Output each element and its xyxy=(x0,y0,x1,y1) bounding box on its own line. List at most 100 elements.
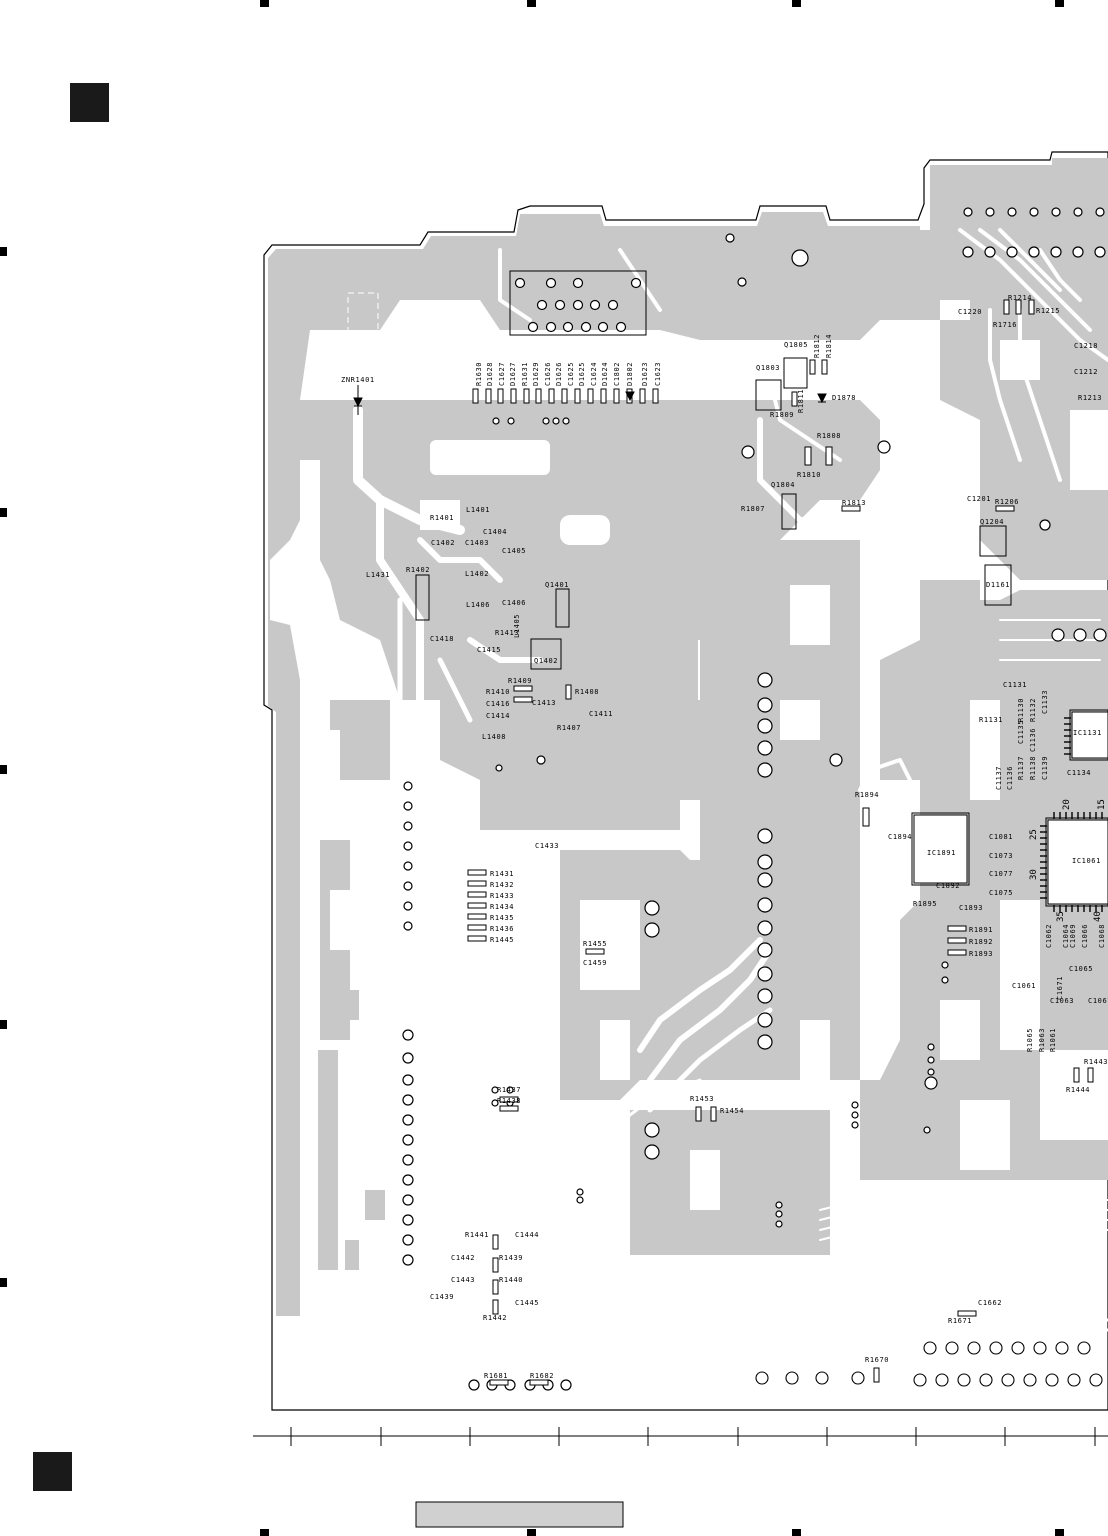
ic1061-pins xyxy=(1040,717,1103,912)
label-r1131: R1131 xyxy=(979,716,1003,724)
ic-side-label: C1136 xyxy=(1029,728,1037,752)
label-c1131: C1131 xyxy=(1003,681,1027,689)
label-c1218: C1218 xyxy=(1074,342,1098,350)
label-r1682: R1682 xyxy=(530,1372,554,1380)
label-ic1061: IC1061 xyxy=(1072,857,1101,865)
label-r1413: R1413 xyxy=(495,629,519,637)
connector-label: C1625 xyxy=(567,362,575,386)
label-c1061: C1061 xyxy=(1012,982,1036,990)
bottom-connector-pads xyxy=(755,1341,1103,1387)
label-c1411: C1411 xyxy=(589,710,613,718)
label-r1214: R1214 xyxy=(1008,294,1032,302)
label-r1809: R1809 xyxy=(770,411,794,419)
label-q1402: Q1402 xyxy=(534,657,558,665)
ic1061-body xyxy=(1047,819,1108,905)
circuit-traces xyxy=(353,228,1108,1352)
connector-label: D1802 xyxy=(626,362,634,386)
label-r1408: R1408 xyxy=(575,688,599,696)
label-r1455: R1455 xyxy=(583,940,607,948)
connector-label: R1630 xyxy=(475,362,483,386)
label-c1416: C1416 xyxy=(486,700,510,708)
label-r1716: R1716 xyxy=(993,321,1017,329)
label-r1893: R1893 xyxy=(969,950,993,958)
pin-number: 30 xyxy=(1029,869,1039,880)
label-r1407: R1407 xyxy=(557,724,581,732)
label-c1067: C1067 xyxy=(1088,997,1108,1005)
label-c1894: C1894 xyxy=(888,833,912,841)
pin-number: 20 xyxy=(1062,799,1072,810)
label-r1432: R1432 xyxy=(490,881,514,889)
connector-label: C1623 xyxy=(654,362,662,386)
label-l1408: L1408 xyxy=(482,733,506,741)
label-r1894: R1894 xyxy=(855,791,879,799)
label-c1459: C1459 xyxy=(583,959,607,967)
label-r1444: R1444 xyxy=(1066,1086,1090,1094)
label-q1803: Q1803 xyxy=(756,364,780,372)
ic-side-label: C1139 xyxy=(1041,756,1049,780)
label-r1670: R1670 xyxy=(865,1356,889,1364)
connector-outline xyxy=(509,270,647,336)
ic-side-label: R1061 xyxy=(1049,1028,1057,1052)
label-q1805: Q1805 xyxy=(784,341,808,349)
label-c1201: C1201 xyxy=(967,495,991,503)
scale-ruler xyxy=(253,1427,1108,1446)
connector-label: D1628 xyxy=(486,362,494,386)
ic-side-labels: R1130 R1132 C1133 C1135 C1136 R1137 R113… xyxy=(995,690,1106,1052)
connector-label: D1623 xyxy=(641,362,649,386)
label-d1161: D1161 xyxy=(986,581,1010,589)
ic1131-outline xyxy=(1069,709,1108,761)
connector-label: C1802 xyxy=(613,362,621,386)
label-r1435: R1435 xyxy=(490,914,514,922)
label-r1441: R1441 xyxy=(465,1231,489,1239)
label-r1813: R1813 xyxy=(842,499,866,507)
label-r1433: R1433 xyxy=(490,892,514,900)
label-c1418: C1418 xyxy=(430,635,454,643)
label-q1401: Q1401 xyxy=(545,581,569,589)
copper-clearances xyxy=(310,300,1108,1210)
label-c1065: C1065 xyxy=(1069,965,1093,973)
label-c1406: C1406 xyxy=(502,599,526,607)
ic1891-body xyxy=(913,814,968,884)
label-r1431: R1431 xyxy=(490,870,514,878)
diode-symbols xyxy=(353,385,827,415)
label-c1444: C1444 xyxy=(515,1231,539,1239)
label-c1413: C1413 xyxy=(532,699,556,707)
component-outlines xyxy=(347,270,1108,907)
corner-square-top xyxy=(70,83,109,122)
label-r1892: R1892 xyxy=(969,938,993,946)
label-c1414: C1414 xyxy=(486,712,510,720)
label-c1893: C1893 xyxy=(959,904,983,912)
label-r1439: R1439 xyxy=(499,1254,523,1262)
label-l1402: L1402 xyxy=(465,570,489,578)
label-c1220: C1220 xyxy=(958,308,982,316)
label-r1812: R1812 xyxy=(813,334,821,358)
label-l1431: L1431 xyxy=(366,571,390,579)
label-r1206: R1206 xyxy=(995,498,1019,506)
ic-pin-numbers: 20 15 25 30 35 40 xyxy=(1029,799,1107,922)
label-r1810: R1810 xyxy=(797,471,821,479)
ic-side-label: C1671 xyxy=(1056,976,1064,1000)
label-c1081: C1081 xyxy=(989,833,1013,841)
ic-side-label: C1064 xyxy=(1062,924,1070,948)
ic-side-label: R1063 xyxy=(1038,1028,1046,1052)
label-r1438: R1438 xyxy=(497,1097,521,1105)
pin-number: 40 xyxy=(1093,911,1103,922)
label-d1878: D1878 xyxy=(832,394,856,402)
label-c1405: C1405 xyxy=(502,547,526,555)
ic-side-label: R1132 xyxy=(1029,698,1037,722)
label-c1445: C1445 xyxy=(515,1299,539,1307)
label-l1401: L1401 xyxy=(466,506,490,514)
label-r1215: R1215 xyxy=(1036,307,1060,315)
label-c1892: C1892 xyxy=(936,882,960,890)
label-c1212: C1212 xyxy=(1074,368,1098,376)
connector-label: D1624 xyxy=(601,362,609,386)
label-c1404: C1404 xyxy=(483,528,507,536)
page-tab-box xyxy=(415,1501,624,1528)
ic-side-label: C1136 xyxy=(1006,766,1014,790)
label-c1415: C1415 xyxy=(477,646,501,654)
label-c1403: C1403 xyxy=(465,539,489,547)
registration-marks xyxy=(0,0,1064,1536)
pin-number: 25 xyxy=(1029,829,1039,840)
label-c1063: C1063 xyxy=(1050,997,1074,1005)
label-c1443: C1443 xyxy=(451,1276,475,1284)
